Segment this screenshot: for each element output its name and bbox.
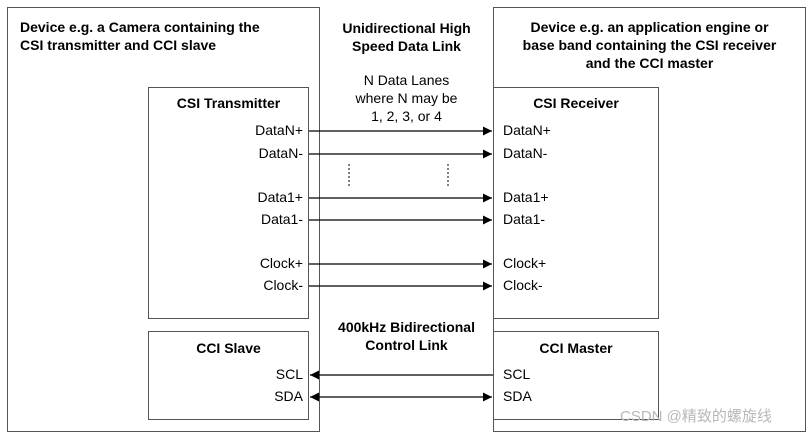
data-lanes-note-line3: 1, 2, 3, or 4 [371,108,442,124]
data-lanes-note-line1: N Data Lanes [363,72,450,88]
tx-signal-clock-minus: Clock- [263,277,303,293]
cci-slave-signal-scl: SCL [275,366,303,382]
rx-signal-datan-minus: DataN- [503,145,548,161]
cci-master-title: CCI Master [539,340,613,356]
watermark: CSDN @精致的螺旋线 [620,408,772,425]
rx-signal-data1-minus: Data1- [503,211,546,227]
receiver-device-title-line1: Device e.g. an application engine or [530,19,769,35]
cci-slave-title: CCI Slave [196,340,261,356]
tx-signal-datan-minus: DataN- [258,145,303,161]
cci-master-signal-sda: SDA [503,388,532,404]
control-link-title-line2: Control Link [365,337,448,353]
receiver-device-title-line2: base band containing the CSI receiver [522,37,777,53]
csi-receiver-title: CSI Receiver [533,95,619,111]
rx-signal-datan-plus: DataN+ [503,122,551,138]
rx-signal-data1-plus: Data1+ [503,189,549,205]
data-lanes-note-line2: where N may be [355,90,458,106]
high-speed-link-title-line2: Speed Data Link [352,38,461,54]
tx-signal-data1-minus: Data1- [260,211,303,227]
tx-signal-clock-plus: Clock+ [259,255,303,271]
rx-signal-clock-minus: Clock- [503,277,543,293]
rx-signal-clock-plus: Clock+ [503,255,547,271]
cci-master-block [493,331,659,420]
tx-signal-data1-plus: Data1+ [257,189,303,205]
control-link-title-line1: 400kHz Bidirectional [338,319,475,335]
tx-signal-datan-plus: DataN+ [255,122,303,138]
transmitter-device-title-line2: CSI transmitter and CCI slave [20,37,217,53]
csi-transmitter-block [148,87,309,319]
cci-master-signal-scl: SCL [503,366,531,382]
cci-slave-signal-sda: SDA [274,388,303,404]
high-speed-link-title-line1: Unidirectional High [342,20,471,36]
transmitter-device-title-line1: Device e.g. a Camera containing the [20,19,260,35]
csi-transmitter-title: CSI Transmitter [176,95,281,111]
receiver-device-title-line3: and the CCI master [585,55,714,71]
csi-receiver-block [493,87,659,319]
cci-slave-block [148,331,309,420]
